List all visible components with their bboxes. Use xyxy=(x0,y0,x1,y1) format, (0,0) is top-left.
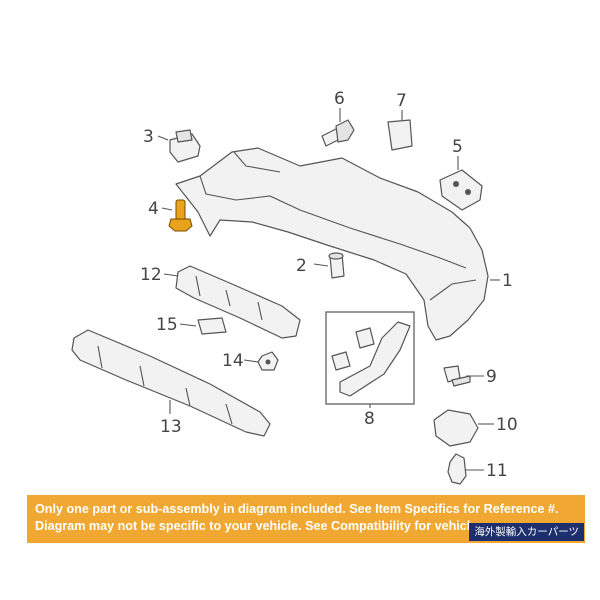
disclaimer-line-1: Only one part or sub-assembly in diagram… xyxy=(35,502,559,516)
callout-7: 7 xyxy=(396,91,407,111)
bolt-part-4 xyxy=(168,199,193,232)
beam-part-13 xyxy=(71,329,271,437)
watermark-badge: 海外製輸入カーパーツ xyxy=(469,523,584,541)
disclaimer-banner: Only one part or sub-assembly in diagram… xyxy=(27,495,585,543)
callout-6: 6 xyxy=(334,89,345,109)
callout-15: 15 xyxy=(156,315,178,335)
screw-part-9 xyxy=(443,365,471,387)
callout-8: 8 xyxy=(364,409,375,429)
callout-9: 9 xyxy=(486,367,497,387)
retainer-part-7 xyxy=(387,119,413,151)
callout-10: 10 xyxy=(496,415,518,435)
callout-5: 5 xyxy=(452,137,463,157)
callout-12: 12 xyxy=(140,265,162,285)
callout-11: 11 xyxy=(486,461,508,481)
pad-part-15 xyxy=(197,317,227,335)
nut-part-14 xyxy=(257,351,279,371)
callout-4: 4 xyxy=(148,199,159,219)
absorber-part-12 xyxy=(175,265,301,339)
leader-lines xyxy=(157,108,500,471)
bracket-part-10 xyxy=(433,409,479,447)
push-clip-part-11 xyxy=(447,453,467,485)
grommet-part-2 xyxy=(328,252,345,279)
callout-3: 3 xyxy=(143,127,154,147)
callout-14: 14 xyxy=(222,351,244,371)
bumper-cover-part xyxy=(175,147,489,341)
disclaimer-line-2: Diagram may not be specific to your vehi… xyxy=(35,519,511,533)
callout-13: 13 xyxy=(160,417,182,437)
bolt-part-6 xyxy=(321,119,355,147)
callout-labels: 1 2 3 4 5 6 7 8 9 10 11 12 13 14 15 xyxy=(140,89,518,481)
bracket-kit-box-part-8 xyxy=(325,311,415,405)
callout-2: 2 xyxy=(296,256,307,276)
callout-1: 1 xyxy=(502,271,513,291)
clip-part-3 xyxy=(169,129,201,163)
bracket-part-5 xyxy=(439,169,483,211)
